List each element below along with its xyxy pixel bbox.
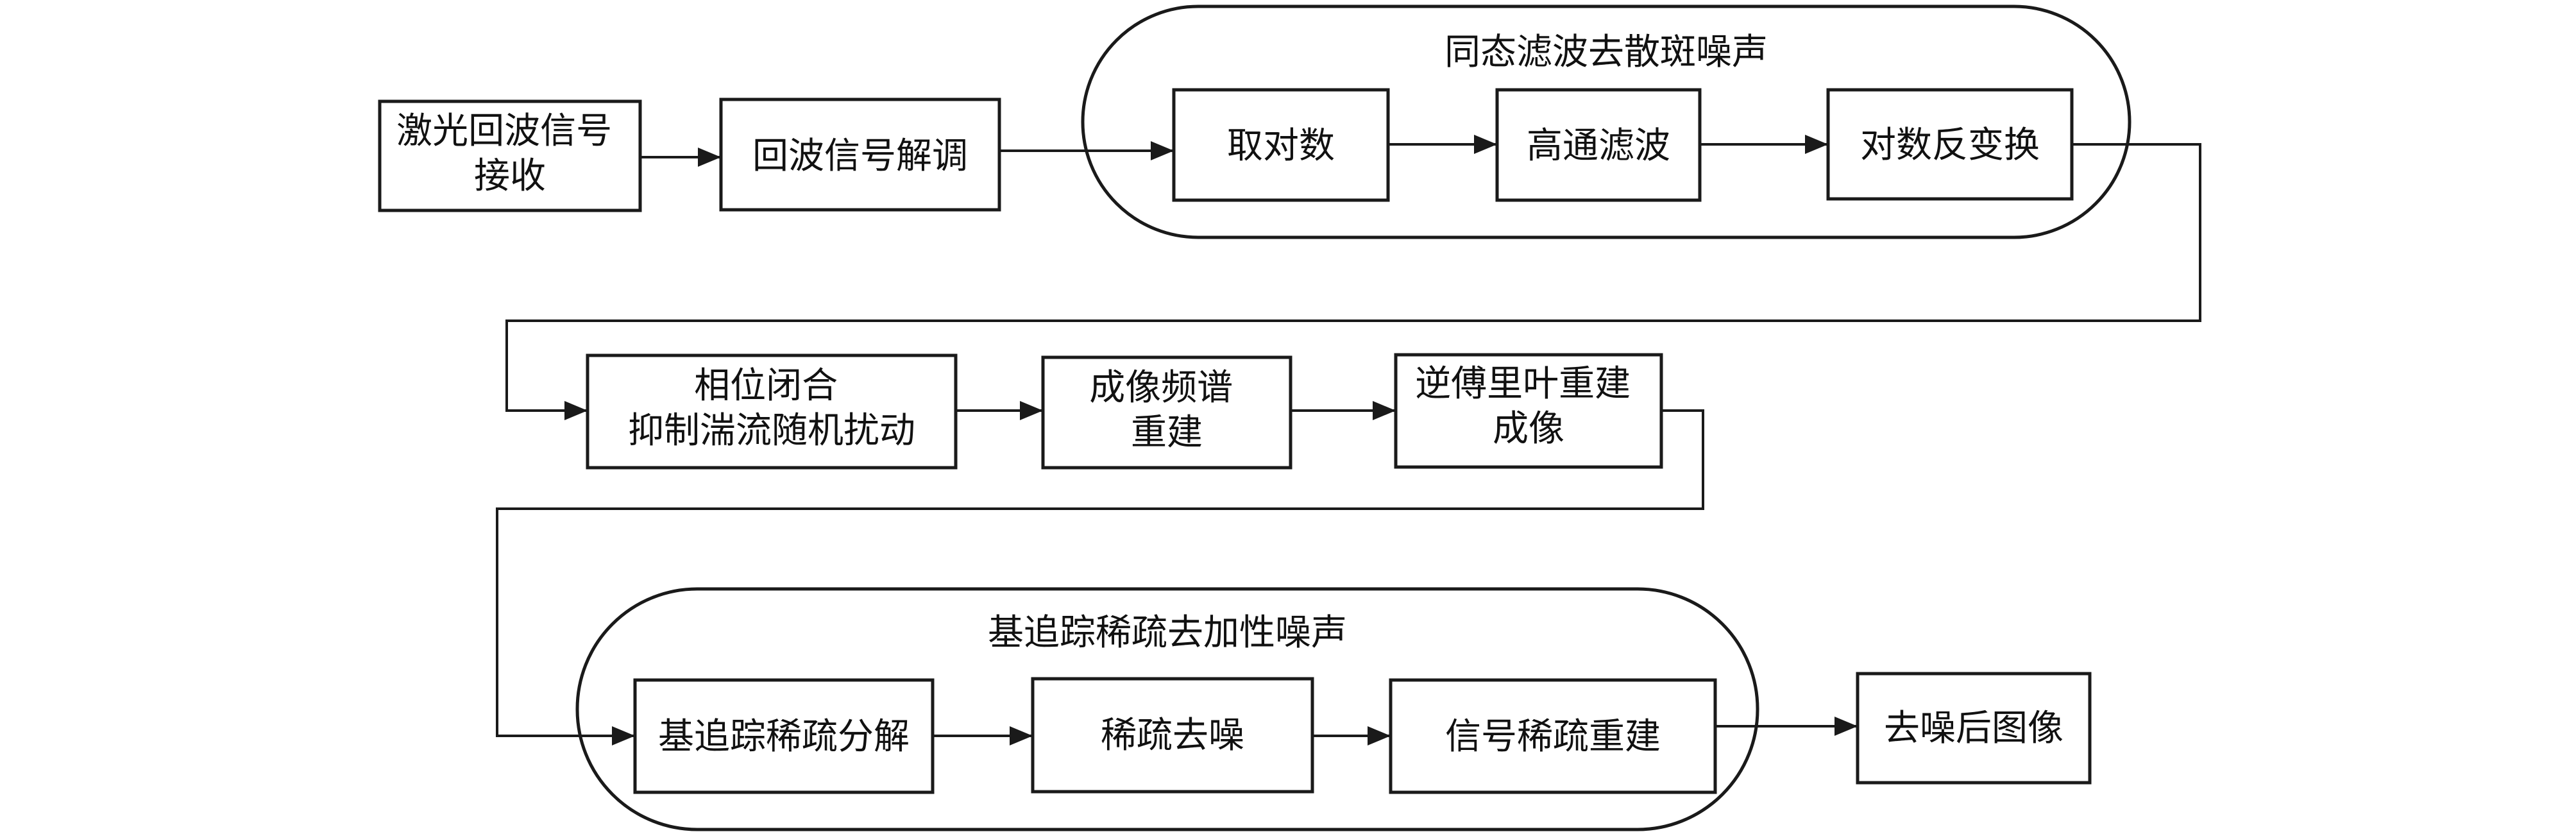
node-inverse-fourier-line-2: 成像: [1493, 408, 1564, 450]
svg-text:成像频谱 重建: 成像频谱 重建: [1089, 367, 1244, 454]
node-sparse-denoise: 稀疏去噪: [1031, 677, 1314, 794]
svg-text:逆傅里叶重建 成像: 逆傅里叶重建 成像: [1415, 363, 1642, 450]
arrow-invlog-to-phase-closure: [505, 143, 2201, 420]
svg-text:高通滤波: 高通滤波: [1527, 125, 1670, 167]
node-highpass-filter: 高通滤波: [1495, 88, 1702, 202]
node-spectrum-reconstruction: 成像频谱 重建: [1041, 355, 1292, 470]
svg-text:相位闭合 抑制湍流随机扰动: 相位闭合 抑制湍流随机扰动: [628, 365, 915, 452]
group-basis-pursuit-title: 基追踪稀疏去加性噪声: [988, 612, 1347, 654]
node-sparse-decomposition-line-1: 基追踪稀疏分解: [658, 716, 910, 758]
node-laser-echo-receive-line-1: 激光回波信号: [396, 110, 612, 152]
node-sparse-signal-reconstruction-line-1: 信号稀疏重建: [1445, 716, 1661, 758]
svg-text:激光回波信号 接收: 激光回波信号 接收: [396, 110, 623, 197]
svg-text:基追踪稀疏分解: 基追踪稀疏分解: [658, 716, 910, 758]
node-inverse-fourier-line-1: 逆傅里叶重建: [1415, 363, 1631, 405]
node-sparse-signal-reconstruction: 信号稀疏重建: [1389, 678, 1717, 794]
node-take-logarithm: 取对数: [1172, 88, 1390, 202]
svg-text:回波信号解调: 回波信号解调: [752, 135, 968, 177]
node-denoised-image: 去噪后图像: [1856, 672, 2092, 785]
node-highpass-filter-line-1: 高通滤波: [1527, 125, 1670, 167]
node-laser-echo-receive: 激光回波信号 接收: [378, 99, 642, 212]
node-phase-closure-line-2: 抑制湍流随机扰动: [628, 410, 915, 452]
node-inverse-log-transform: 对数反变换: [1826, 88, 2074, 201]
svg-text:稀疏去噪: 稀疏去噪: [1101, 715, 1244, 756]
svg-text:去噪后图像: 去噪后图像: [1884, 708, 2063, 749]
node-echo-demodulation: 回波信号解调: [719, 98, 1001, 212]
node-spectrum-reconstruction-line-1: 成像频谱: [1089, 367, 1233, 409]
node-denoised-image-line-1: 去噪后图像: [1884, 708, 2063, 749]
node-phase-closure-line-1: 相位闭合: [694, 365, 838, 407]
arrow-inverse-fourier-to-decomposition: [496, 409, 1704, 745]
node-inverse-log-transform-line-1: 对数反变换: [1860, 124, 2040, 166]
svg-text:信号稀疏重建: 信号稀疏重建: [1445, 716, 1661, 758]
node-laser-echo-receive-line-2: 接收: [474, 155, 546, 197]
node-take-logarithm-line-1: 取对数: [1227, 125, 1335, 167]
group-homomorphic-oval: [1081, 4, 2131, 239]
svg-text:取对数: 取对数: [1227, 125, 1335, 167]
svg-text:对数反变换: 对数反变换: [1860, 124, 2040, 166]
group-basis-pursuit-oval: [575, 587, 1759, 831]
group-homomorphic-title: 同态滤波去散斑噪声: [1445, 31, 1768, 73]
node-sparse-decomposition: 基追踪稀疏分解: [633, 678, 935, 794]
node-phase-closure: 相位闭合 抑制湍流随机扰动: [586, 353, 958, 470]
node-sparse-denoise-line-1: 稀疏去噪: [1101, 715, 1244, 756]
node-spectrum-reconstruction-line-2: 重建: [1131, 412, 1203, 454]
node-echo-demodulation-line-1: 回波信号解调: [752, 135, 968, 177]
node-inverse-fourier: 逆傅里叶重建 成像: [1394, 353, 1663, 469]
